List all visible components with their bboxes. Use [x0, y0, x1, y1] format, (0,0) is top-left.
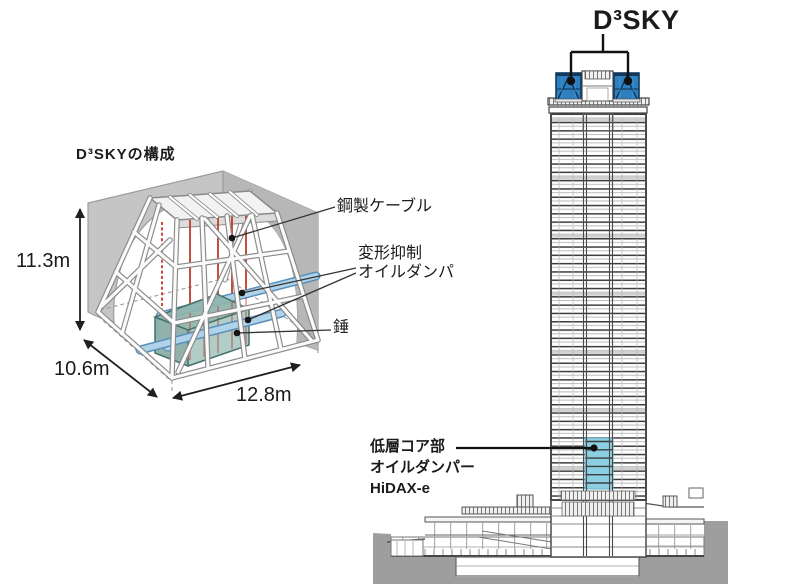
dsky-fork: [566, 34, 633, 86]
tower: [550, 111, 647, 556]
label-steel-cable: 鋼製ケーブル: [337, 198, 433, 215]
left-diagram-title: D³SKYの構成: [76, 146, 176, 163]
label-oil-damper-line2: オイルダンパ: [358, 264, 455, 281]
building-section: [373, 34, 728, 584]
dimension-arrows: [75, 208, 301, 401]
left-construction-diagram: [75, 170, 357, 401]
dim-height-label: 11.3m: [16, 250, 71, 272]
label-weight: 錘: [333, 319, 350, 336]
label-lower-core-line3: HiDAX-e: [370, 480, 431, 497]
right-diagram-title: D³SKY: [593, 5, 680, 35]
oil-damper-tube-front: [135, 308, 287, 355]
podium-right: [635, 487, 705, 547]
dsky-damper-right: [612, 72, 641, 103]
core-highlight: [584, 437, 614, 490]
machine-room: [581, 70, 614, 102]
leader-dots-left: [228, 234, 252, 337]
lobby-hatch-lower: [561, 501, 635, 517]
lobby-hatch-upper: [560, 490, 636, 501]
dsky-damper-left: [554, 72, 583, 103]
label-oil-damper-line1: 変形抑制: [358, 245, 423, 262]
label-lower-core-line2: オイルダンパー: [370, 459, 476, 476]
dim-width-label: 12.8m: [236, 384, 292, 406]
dim-depth-label: 10.6m: [54, 358, 110, 380]
core-columns: [582, 113, 614, 556]
label-oil-damper: 変形抑制 オイルダンパ: [358, 244, 454, 282]
leader-lines-left: [231, 206, 357, 334]
label-lower-core-damper: 低層コア部 オイルダンパー HiDAX-e: [370, 436, 475, 499]
hidden-edges: [97, 277, 319, 392]
label-lower-core-line1: 低層コア部: [370, 438, 446, 455]
podium-left: [386, 494, 565, 557]
hidax-leader: [456, 444, 598, 452]
